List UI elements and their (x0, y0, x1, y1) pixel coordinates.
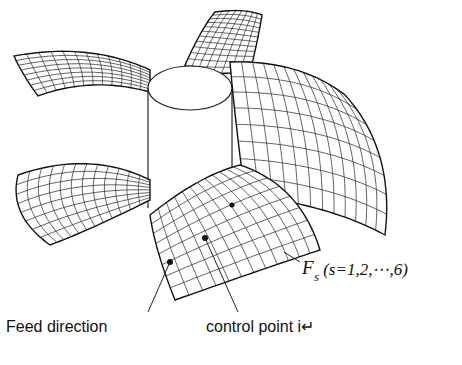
control-point-label: control point i↵ (206, 318, 314, 336)
blade-outline (150, 165, 320, 300)
blade-outline (14, 51, 150, 96)
blade-mesh (16, 51, 150, 93)
blade-mesh (152, 167, 315, 295)
surface-subscript: s (314, 270, 319, 284)
surface-symbol: F (302, 258, 314, 279)
blade-mesh (16, 164, 150, 243)
leader-lines (148, 203, 300, 313)
blade-outline (16, 164, 150, 245)
feed-direction-label: Feed direction (6, 318, 107, 336)
surface-index-range: (s=1,2,⋯,6) (323, 261, 408, 280)
